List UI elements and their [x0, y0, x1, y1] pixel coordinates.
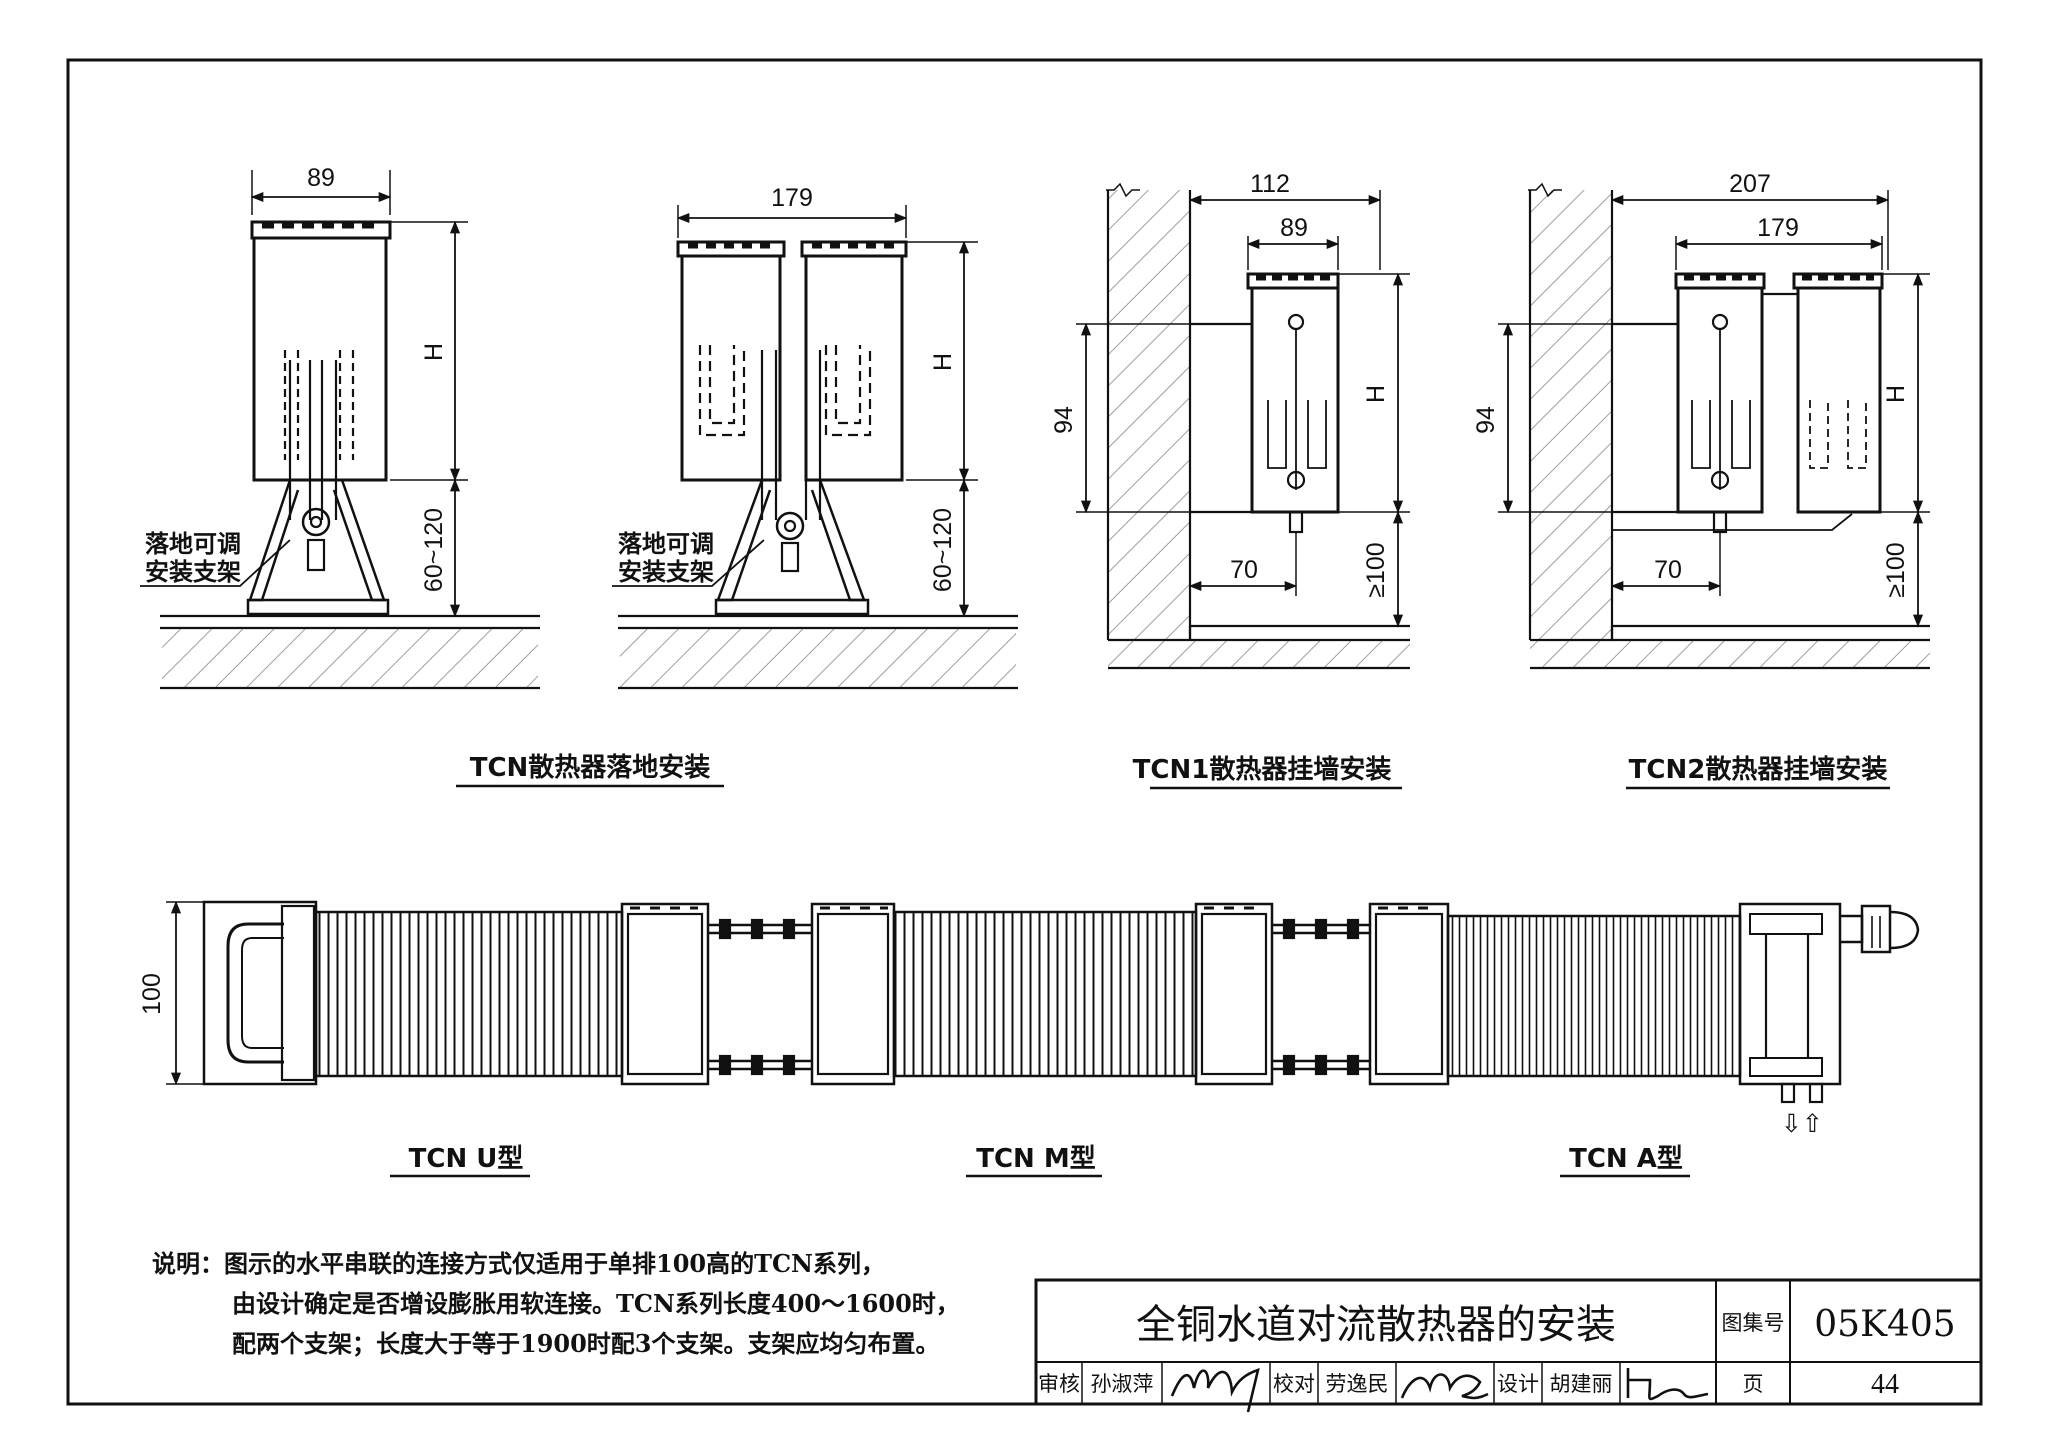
- note-line-3: 配两个支架；长度大于等于1900时配3个支架。支架应均匀布置。: [232, 1329, 940, 1358]
- dim-wall1-offset-h: 70: [1230, 556, 1258, 584]
- dim-wall2-inner: 179: [1757, 214, 1799, 242]
- caption-wall2: TCN2散热器挂墙安装: [1629, 755, 1888, 785]
- dim-floor-single-leg: 60~120: [420, 508, 448, 592]
- note-line-2: 由设计确定是否增设膨胀用软连接。TCN系列长度400～1600时，: [232, 1289, 960, 1318]
- bracket-label-line1: 落地可调: [145, 530, 241, 558]
- signature-reviewer: [1170, 1368, 1260, 1413]
- caption-type-m: TCN M型: [976, 1144, 1096, 1174]
- design-label: 设计: [1497, 1372, 1539, 1396]
- bracket-label2-line1: 落地可调: [618, 530, 714, 558]
- wall1-view: [1076, 182, 1410, 670]
- plan-view: [166, 900, 1920, 1104]
- dim-wall2-offset-v: 94: [1472, 406, 1500, 434]
- floor-single-view: [140, 170, 540, 690]
- dim-wall1-outer: 112: [1250, 170, 1290, 198]
- dim-plan-height: 100: [138, 973, 166, 1015]
- atlas-number-label: 图集号: [1722, 1311, 1785, 1335]
- caption-type-a: TCN A型: [1569, 1144, 1683, 1174]
- atlas-number: 05K405: [1814, 1304, 1955, 1345]
- dim-wall2-floor-gap: ≥100: [1882, 542, 1910, 597]
- dim-floor-double-width: 179: [771, 184, 813, 212]
- dim-floor-single-width: 89: [307, 164, 335, 192]
- caption-floor: TCN散热器落地安装: [470, 753, 711, 783]
- bracket-label-line2: 安装支架: [145, 558, 241, 586]
- dim-floor-double-leg: 60~120: [929, 508, 957, 592]
- bracket-label2-line2: 安装支架: [618, 558, 714, 586]
- page-number: 44: [1871, 1369, 1899, 1400]
- page-label: 页: [1743, 1372, 1764, 1396]
- dim-wall1-offset-v: 94: [1050, 406, 1078, 434]
- dim-wall2-offset-h: 70: [1654, 556, 1682, 584]
- dim-floor-double-height: H: [929, 353, 957, 371]
- wall2-view: [1498, 182, 1930, 670]
- floor-double-view: [612, 205, 1018, 690]
- dim-wall1-height: H: [1362, 385, 1390, 403]
- sheet-frame: [66, 58, 1983, 1406]
- title-block: [1034, 1278, 1983, 1413]
- dim-wall2-height: H: [1882, 385, 1910, 403]
- review-label: 审核: [1038, 1372, 1080, 1396]
- signature-designer: [1626, 1368, 1709, 1401]
- dim-wall1-inner: 89: [1280, 214, 1308, 242]
- reviewer-name: 孙淑萍: [1091, 1372, 1154, 1396]
- caption-type-u: TCN U型: [409, 1144, 524, 1174]
- designer-name: 胡建丽: [1550, 1372, 1613, 1396]
- note-line-1: 说明：图示的水平串联的连接方式仅适用于单排100高的TCN系列，: [152, 1249, 885, 1278]
- dim-wall2-outer: 207: [1729, 170, 1771, 198]
- dim-wall1-floor-gap: ≥100: [1362, 542, 1390, 597]
- dim-floor-single-height: H: [420, 343, 448, 361]
- check-label: 校对: [1273, 1372, 1315, 1396]
- flow-arrows: ⇩⇧: [1781, 1110, 1823, 1138]
- caption-wall1: TCN1散热器挂墙安装: [1133, 755, 1392, 785]
- checker-name: 劳逸民: [1326, 1372, 1389, 1396]
- drawing-title: 全铜水道对流散热器的安装: [1136, 1302, 1616, 1348]
- signature-checker: [1400, 1373, 1489, 1400]
